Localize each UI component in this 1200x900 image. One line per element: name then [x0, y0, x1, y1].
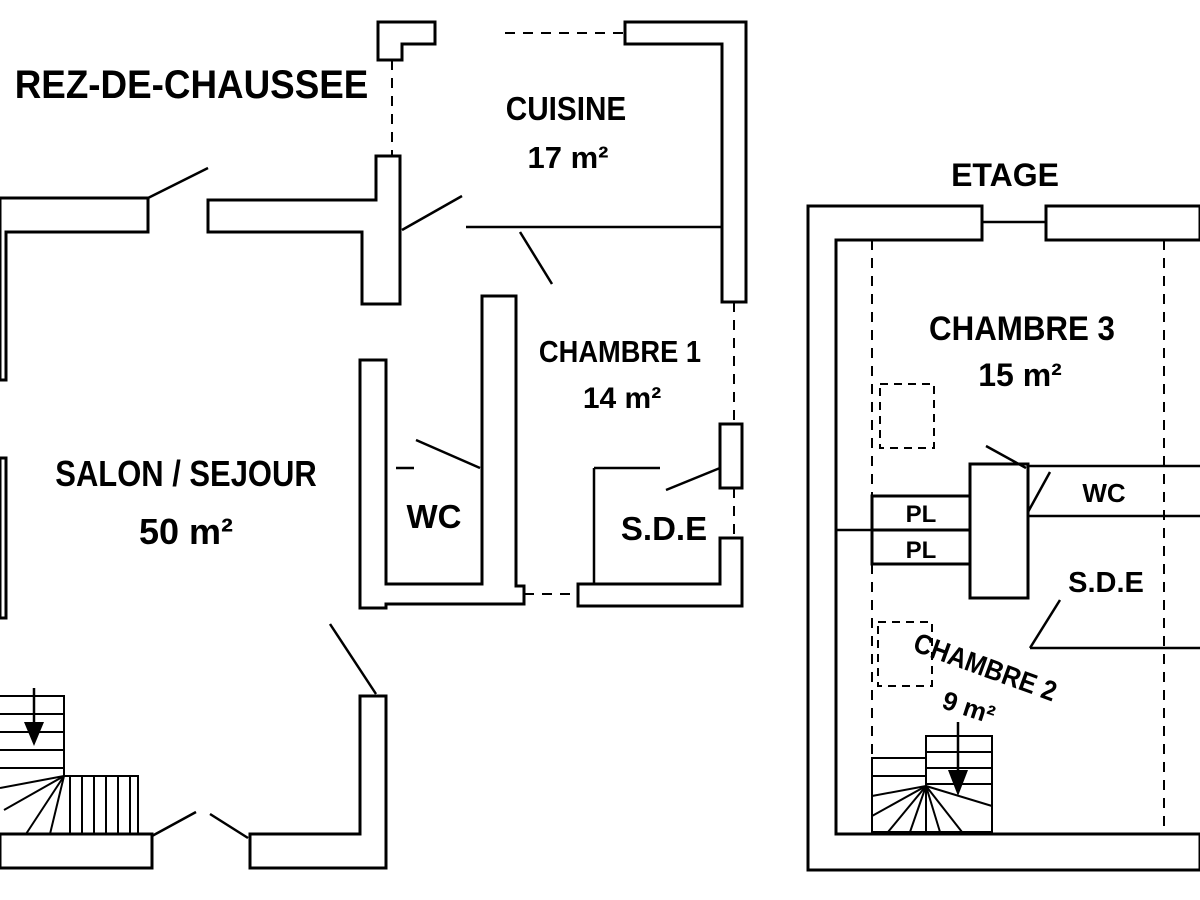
wall-upper-outer-north-east — [1044, 204, 1200, 242]
upper-floor-title: ETAGE — [951, 157, 1059, 193]
door-entrance-right — [209, 812, 249, 840]
door-chambre3 — [985, 444, 1027, 470]
staircase-ground — [0, 688, 139, 835]
closet-pl-1 — [870, 494, 972, 532]
wall-salon-west-lower — [0, 456, 8, 620]
door-salon-east — [328, 623, 378, 695]
upper-floor: ETAGE — [806, 157, 1200, 872]
wall-salon-north-east — [206, 154, 402, 306]
room-label-salon: SALON / SEJOUR — [55, 455, 316, 495]
door-chambre1 — [518, 231, 554, 285]
door-sde — [665, 466, 721, 492]
room-area-chambre3: 15 m² — [978, 357, 1062, 393]
stair-arrow-icon — [24, 722, 44, 746]
door-wc-upper — [1026, 471, 1052, 513]
ground-floor: REZ-DE-CHAUSSEE — [0, 20, 748, 870]
staircase-upper — [871, 722, 993, 833]
wall-upper-central — [968, 462, 1030, 600]
room-label-chambre3: CHAMBRE 3 — [929, 309, 1115, 348]
skylight-chambre3 — [879, 383, 935, 449]
room-label-cuisine: CUISINE — [506, 91, 626, 128]
stair-arrow-icon — [948, 770, 968, 796]
wall-upper-outer-west — [806, 204, 1200, 872]
door-entrance-left — [151, 810, 197, 838]
closet-label-2: PL — [906, 537, 937, 564]
door-wc — [415, 438, 481, 470]
room-label-chambre1: CHAMBRE 1 — [539, 335, 701, 369]
wall-kitchen-north-west — [376, 20, 437, 62]
room-label-sde-upper: S.D.E — [1068, 567, 1144, 599]
wall-sde-post — [718, 422, 744, 490]
door-sde-upper — [1028, 599, 1062, 649]
room-area-chambre1: 14 m² — [583, 382, 661, 415]
room-area-cuisine: 17 m² — [528, 140, 609, 175]
door-salon-north — [147, 166, 209, 200]
skylight-chambre2 — [877, 621, 933, 687]
room-label-wc-upper: WC — [1082, 478, 1126, 508]
wall-sde — [576, 536, 744, 608]
wall-kitchen-north-east — [623, 20, 748, 304]
wall-salon-north-west — [0, 196, 150, 382]
wall-wc — [358, 294, 526, 610]
wall-salon-south-east — [248, 694, 388, 870]
closet-label-1: PL — [906, 501, 937, 528]
room-area-chambre2: 9 m² — [939, 685, 999, 730]
ground-floor-title: REZ-DE-CHAUSSEE — [15, 63, 369, 108]
room-area-salon: 50 m² — [139, 511, 233, 552]
wall-salon-south-west — [0, 832, 154, 870]
closet-pl-2 — [870, 528, 972, 566]
door-kitchen-west — [401, 194, 463, 232]
room-label-sde-ground: S.D.E — [621, 510, 707, 547]
room-label-wc-ground: WC — [407, 498, 462, 535]
